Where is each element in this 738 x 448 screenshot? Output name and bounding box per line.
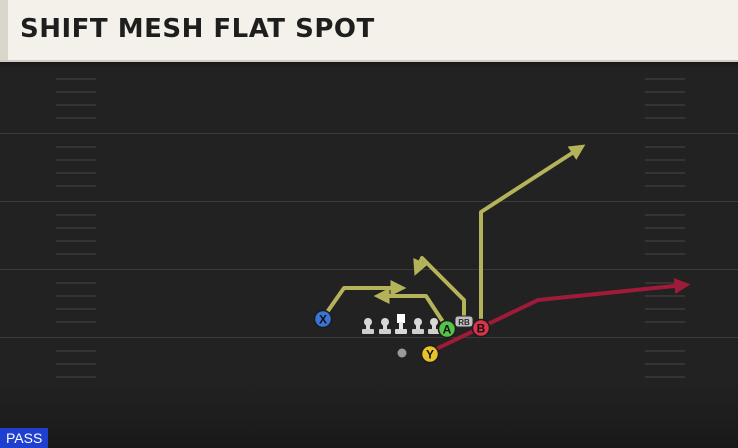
player-a-label: A <box>443 323 452 337</box>
play-title: SHIFT MESH FLAT SPOT <box>20 14 375 44</box>
hash-mark <box>645 282 685 284</box>
route-a <box>373 288 449 330</box>
player-x[interactable]: X <box>313 309 333 329</box>
center <box>395 314 407 334</box>
hash-mark <box>56 91 96 93</box>
hash-mark <box>56 282 96 284</box>
hash-mark <box>645 376 685 378</box>
header-shadow <box>0 62 738 68</box>
yard-line <box>0 269 738 270</box>
route-b <box>479 144 586 324</box>
hash-mark <box>56 376 96 378</box>
hash-mark <box>645 240 685 242</box>
player-a[interactable]: A <box>437 319 457 339</box>
hash-mark <box>56 185 96 187</box>
quarterback <box>397 348 407 358</box>
hash-mark <box>56 78 96 80</box>
hash-mark <box>56 172 96 174</box>
hash-mark <box>56 308 96 310</box>
hash-mark <box>56 214 96 216</box>
player-y-label: Y <box>426 348 434 362</box>
hash-mark <box>645 104 685 106</box>
hash-mark <box>645 117 685 119</box>
hash-mark <box>645 295 685 297</box>
route-y <box>429 278 691 354</box>
hash-mark <box>56 117 96 119</box>
hash-mark <box>56 159 96 161</box>
player-y[interactable]: Y <box>420 344 440 364</box>
hash-mark <box>56 227 96 229</box>
play-type-badge: PASS <box>0 428 49 448</box>
hash-mark <box>56 295 96 297</box>
hash-mark <box>645 185 685 187</box>
hash-mark <box>645 363 685 365</box>
hash-mark <box>645 321 685 323</box>
hash-mark <box>645 146 685 148</box>
offensive-lineman <box>428 318 440 334</box>
hash-mark <box>645 308 685 310</box>
hash-mark <box>56 146 96 148</box>
hash-mark <box>645 227 685 229</box>
player-b-label: B <box>477 322 486 336</box>
hash-mark <box>645 214 685 216</box>
hash-mark <box>56 363 96 365</box>
hash-mark <box>56 350 96 352</box>
hash-mark <box>645 78 685 80</box>
offensive-lineman <box>362 318 374 334</box>
hash-mark <box>56 240 96 242</box>
route-x <box>321 280 407 320</box>
player-x-label: X <box>319 313 327 327</box>
yard-line <box>0 337 738 338</box>
yard-line <box>0 133 738 134</box>
player-rb-label: RB <box>458 318 470 327</box>
hash-mark <box>56 321 96 323</box>
field-bottom-fade <box>0 380 738 448</box>
header-accent <box>0 0 8 60</box>
offensive-lineman <box>379 318 391 334</box>
play-header: SHIFT MESH FLAT SPOT <box>0 0 738 62</box>
player-rb[interactable]: RB <box>454 315 474 328</box>
hash-mark <box>56 104 96 106</box>
hash-mark <box>645 159 685 161</box>
player-b[interactable]: B <box>471 318 491 338</box>
hash-mark <box>645 350 685 352</box>
hash-mark <box>645 172 685 174</box>
hash-mark <box>645 91 685 93</box>
hash-mark <box>56 253 96 255</box>
yard-line <box>0 201 738 202</box>
route-rb <box>413 256 466 316</box>
hash-mark <box>645 253 685 255</box>
offensive-lineman <box>412 318 424 334</box>
